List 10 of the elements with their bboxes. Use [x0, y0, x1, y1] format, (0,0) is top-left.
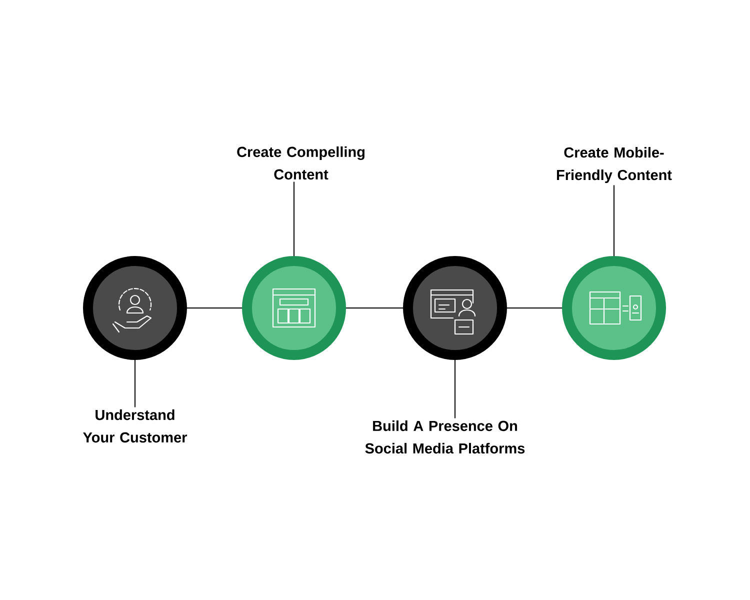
circle	[403, 256, 507, 360]
leader-line	[134, 360, 136, 408]
step-label: Create Mobile-Friendly Content	[556, 146, 672, 183]
circle	[83, 256, 187, 360]
circle	[562, 256, 666, 360]
step-label: Understand Your Customer	[83, 409, 188, 443]
step-label: Build A Presence On Social Media Platforms	[365, 420, 525, 454]
circle	[242, 256, 346, 360]
leader-line	[454, 360, 456, 419]
step-label: Create Compelling Content	[237, 146, 364, 180]
